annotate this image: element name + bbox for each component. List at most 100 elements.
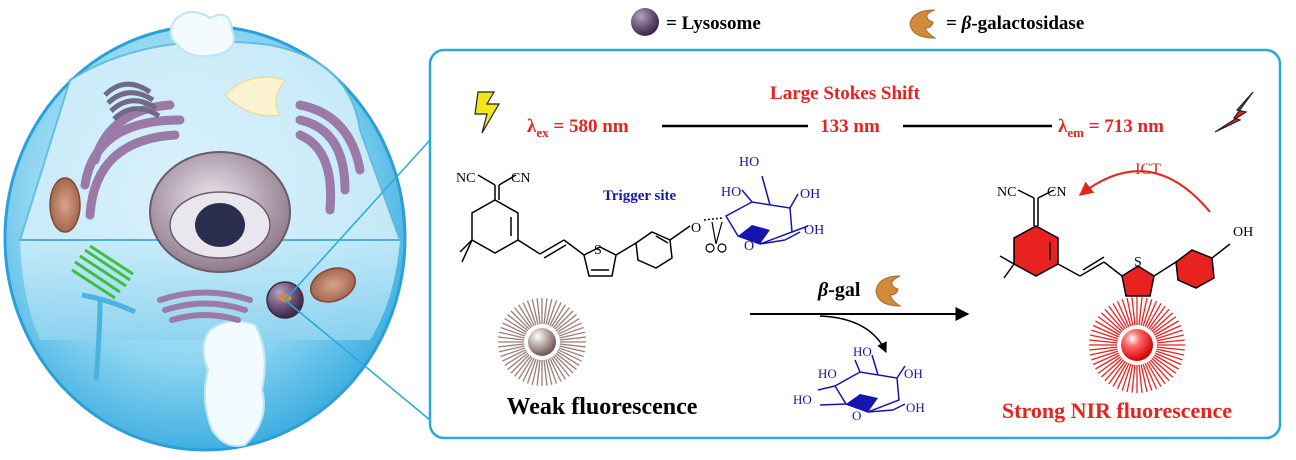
excitation-lightning-icon <box>474 91 501 134</box>
weak-burst-ray <box>549 357 562 382</box>
strong-burst-ray <box>1092 352 1119 366</box>
strong-burst-ray <box>1140 297 1148 326</box>
strong-burst-ray <box>1138 297 1143 326</box>
probe-molecule <box>459 174 727 277</box>
probe-sugar <box>724 175 809 245</box>
weak-burst-ray <box>559 336 586 341</box>
strong-burst-ray <box>1108 360 1126 385</box>
cell-cutaway-top <box>18 40 402 241</box>
weak-burst-ray <box>514 307 532 329</box>
product-thiophene-ring <box>1121 265 1155 297</box>
strong-burst-ray <box>1089 339 1118 344</box>
strong-burst-ray <box>1148 360 1166 385</box>
strong-burst-ray <box>1156 339 1185 344</box>
weak-burst-ray <box>536 359 541 386</box>
weak-burst-ray <box>557 349 582 362</box>
probe-thiophene-ring <box>583 246 617 277</box>
legend: = Lysosome = β-galactosidase <box>631 8 1084 39</box>
weak-burst-ray <box>500 326 526 337</box>
strong-burst-ray <box>1126 297 1134 326</box>
strong-burst-ray <box>1121 299 1132 327</box>
strong-burst-ray <box>1140 364 1148 393</box>
weak-burst-ray <box>498 331 525 339</box>
strong-burst-ray <box>1089 346 1118 351</box>
weak-burst-ray <box>556 351 580 366</box>
lysosome-legend-label: = Lysosome <box>666 13 761 34</box>
strong-burst-ray <box>1155 329 1183 340</box>
strong-burst-ray <box>1097 316 1122 334</box>
product-s-label: S <box>1134 255 1142 270</box>
strong-burst-ray <box>1146 361 1162 387</box>
nucleolus <box>195 203 245 247</box>
weak-burst-ray <box>518 304 533 328</box>
probe-s-label: S <box>594 243 602 258</box>
strong-burst-ray <box>1126 364 1134 393</box>
excitation-wavelength: λex = 580 nm <box>527 116 629 140</box>
weak-burst-ray <box>518 356 533 380</box>
weak-fluorescence-burst <box>498 298 586 386</box>
weak-burst-ray <box>510 310 530 330</box>
released-oh1: OH <box>904 366 923 381</box>
membrane-tear-bottom <box>202 320 266 447</box>
probe-phenyl-ring <box>635 231 673 269</box>
strong-burst-ray <box>1100 312 1123 333</box>
strong-burst-ray <box>1152 316 1177 334</box>
strong-burst-ray <box>1121 363 1132 391</box>
strong-burst-ray <box>1095 354 1121 370</box>
weak-burst-ray <box>559 331 586 339</box>
weak-fluorescence-ball <box>528 328 556 356</box>
golgi-lower <box>157 289 253 323</box>
strong-burst-ray <box>1142 299 1153 327</box>
strong-burst-ray <box>1151 312 1174 333</box>
emission-wavelength: λem = 713 nm <box>1058 116 1164 140</box>
enzyme-reagent-icon <box>875 275 902 307</box>
strong-burst-ray <box>1156 348 1185 356</box>
strong-burst-ray <box>1151 357 1174 378</box>
strong-burst-ray <box>1089 334 1118 342</box>
zoom-line-top <box>284 139 431 301</box>
weak-burst-ray <box>543 298 548 325</box>
released-ho1: HO <box>853 344 872 359</box>
weak-burst-ray <box>526 358 537 384</box>
strong-burst-ray <box>1138 364 1143 393</box>
weak-burst-ray <box>555 314 577 332</box>
strong-burst-ray <box>1153 354 1179 370</box>
strong-burst-ray <box>1156 346 1185 351</box>
release-arrow <box>819 315 887 353</box>
strong-burst-ray <box>1156 334 1185 342</box>
weak-burst-ray <box>498 343 525 348</box>
probe-cyclohexene-ring <box>471 199 519 254</box>
vesicle-shape <box>223 76 287 117</box>
weak-burst-ray <box>502 322 527 335</box>
strong-burst-ray <box>1155 324 1182 338</box>
weak-burst-ray <box>504 318 528 333</box>
mitochondrion-right <box>309 267 357 303</box>
stokes-shift-title: Large Stokes Shift <box>770 83 921 104</box>
weak-burst-ray <box>552 355 570 377</box>
strong-burst-ray <box>1116 300 1130 327</box>
strong-burst-ray <box>1092 324 1119 338</box>
weak-burst-ray <box>522 357 535 382</box>
probe-sugar-oh2: OH <box>804 223 824 238</box>
ict-arrow <box>1078 170 1211 213</box>
weak-burst-ray <box>551 304 566 328</box>
centriole-rod <box>81 292 137 381</box>
weak-burst-ray <box>547 358 558 384</box>
probe-sugar-oh1: OH <box>800 187 820 202</box>
product-cyclohexene-ring <box>1013 225 1059 277</box>
weak-burst-ray <box>498 345 525 353</box>
weak-burst-ray <box>558 347 584 358</box>
probe-sugar-ho1: HO <box>739 155 759 170</box>
reaction-arrow-group: β-gal <box>750 275 970 353</box>
strong-burst-ray <box>1108 305 1126 330</box>
cell-illustration <box>3 11 431 452</box>
released-ho2: HO <box>818 366 837 381</box>
probe-sugar-ho2: HO <box>721 185 741 200</box>
product-phenyl-ring <box>1175 249 1215 289</box>
endoplasmic-reticulum <box>80 100 365 220</box>
weak-burst-ray <box>507 314 529 332</box>
strong-burst-ray <box>1146 303 1162 329</box>
strong-burst-ray <box>1089 348 1118 356</box>
strong-burst-ray <box>1131 364 1136 393</box>
enzyme-reagent-label: β-gal <box>817 279 861 301</box>
